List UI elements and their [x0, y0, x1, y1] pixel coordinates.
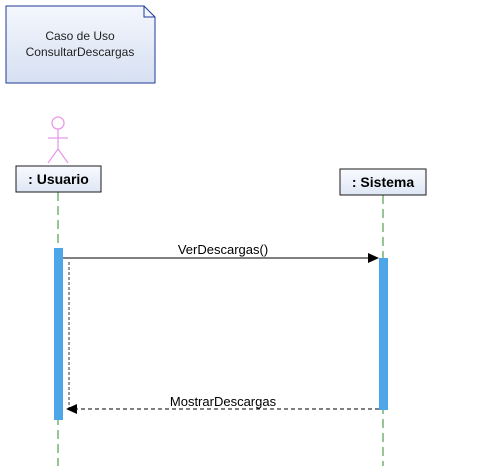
lifeline-label-usuario: : Usuario — [28, 171, 89, 187]
note-line-2: ConsultarDescargas — [26, 45, 135, 59]
message-mostrar-descargas: MostrarDescargas — [66, 394, 379, 414]
lifeline-label-sistema: : Sistema — [352, 174, 414, 190]
activation-bar-usuario — [54, 248, 63, 420]
lifeline-box-usuario: : Usuario — [15, 165, 102, 193]
note-line-1: Caso de Uso — [45, 29, 115, 43]
note-fold — [143, 6, 155, 18]
message-ver-descargas: VerDescargas() — [63, 242, 379, 263]
message-label-ver-descargas: VerDescargas() — [178, 242, 268, 257]
message-label-mostrar-descargas: MostrarDescargas — [170, 394, 277, 409]
note-shape — [5, 5, 156, 84]
arrowhead-left — [66, 404, 77, 414]
activation-bar-sistema — [379, 258, 388, 410]
lifeline-box-sistema: : Sistema — [339, 168, 427, 196]
arrowhead-right — [368, 253, 379, 263]
use-case-note: Caso de Uso ConsultarDescargas — [5, 5, 156, 84]
actor-icon — [47, 116, 69, 164]
